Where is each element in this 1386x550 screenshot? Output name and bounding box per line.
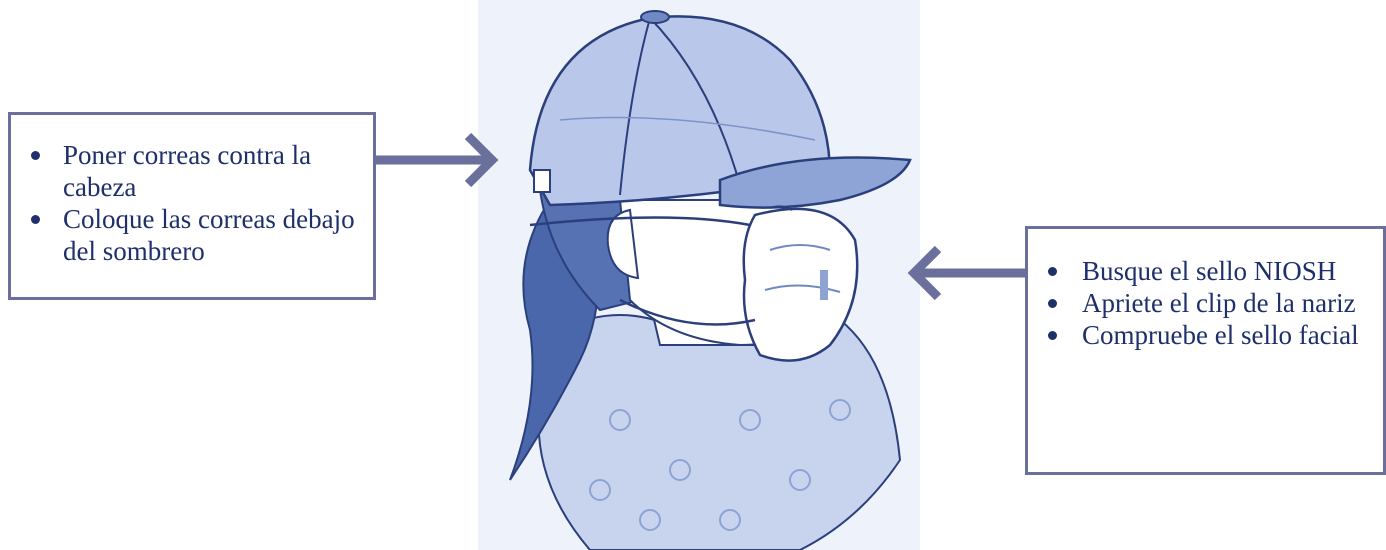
arrow-left-icon (904, 241, 1028, 305)
bandana-icon (539, 315, 900, 550)
list-item: Busque el sello NIOSH (1028, 255, 1383, 287)
strap-instructions-box: Poner correas contra la cabeza Coloque l… (8, 112, 376, 300)
arrow-right-icon (374, 128, 502, 192)
cap-button-icon (641, 11, 669, 23)
strap-instructions-list: Poner correas contra la cabeza Coloque l… (11, 139, 373, 267)
list-item: Apriete el clip de la nariz (1028, 287, 1383, 319)
respirator-illustration (470, 0, 920, 550)
list-item: Poner correas contra la cabeza (11, 139, 373, 203)
cap-strap-icon (534, 170, 550, 192)
seal-instructions-box: Busque el sello NIOSH Apriete el clip de… (1025, 226, 1386, 475)
niosh-label-icon (820, 270, 828, 300)
seal-instructions-list: Busque el sello NIOSH Apriete el clip de… (1028, 255, 1383, 351)
list-item: Coloque las correas debajo del sombrero (11, 203, 373, 267)
list-item: Compruebe el sello facial (1028, 319, 1383, 351)
